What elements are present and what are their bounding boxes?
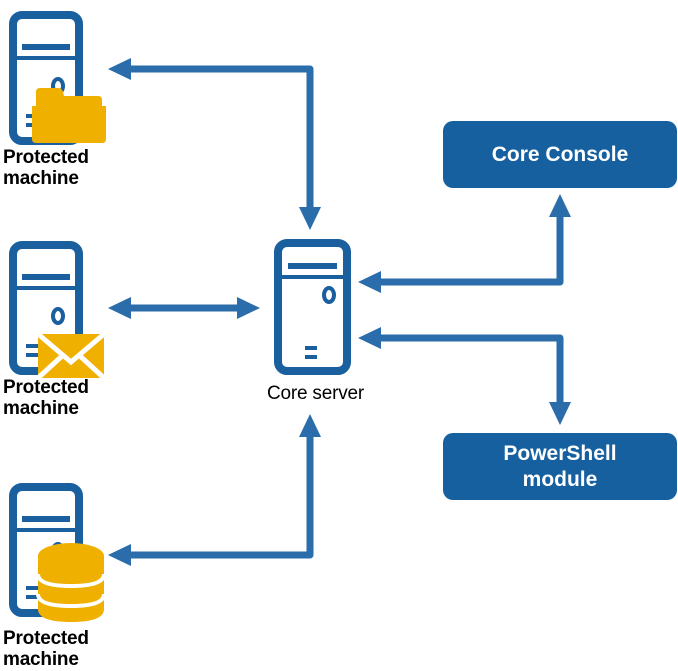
connector-core-server-to-core-console	[358, 194, 571, 293]
connector-core-server-to-protected-machine-mail	[108, 297, 260, 319]
envelope-icon	[36, 332, 106, 380]
arrow-head-down-icon	[549, 402, 571, 425]
arrow-head-left-icon	[358, 327, 381, 349]
node-core-server	[274, 239, 351, 375]
protected-machine-folder-label: Protected machine	[3, 147, 89, 189]
arrow-head-left-icon	[108, 58, 131, 80]
arrow-head-up-icon	[299, 414, 321, 437]
folder-icon	[32, 88, 106, 143]
node-protected-machine-folder	[9, 11, 106, 145]
core-console-box[interactable]	[443, 121, 677, 188]
connector-core-server-to-protected-machine-folder	[108, 58, 321, 230]
connector-core-server-to-protected-machine-database	[108, 414, 321, 566]
protected-machine-mail-label: Protected machine	[3, 377, 89, 419]
core-server-label: Core server	[266, 383, 365, 404]
node-protected-machine-database	[9, 483, 106, 622]
powershell-module-box[interactable]	[443, 433, 677, 500]
protected-machine-database-label: Protected machine	[3, 628, 89, 670]
arrow-head-down-icon	[299, 207, 321, 230]
arrow-head-up-icon	[549, 194, 571, 217]
database-icon	[36, 543, 106, 622]
arrow-head-left-icon	[108, 544, 131, 566]
arrow-head-left-icon	[358, 271, 381, 293]
node-protected-machine-mail	[9, 241, 106, 380]
server-tower-icon	[274, 239, 351, 375]
arrow-head-left-icon	[108, 297, 131, 319]
connector-core-server-to-powershell-module	[358, 327, 571, 425]
arrow-head-right-icon	[237, 297, 260, 319]
